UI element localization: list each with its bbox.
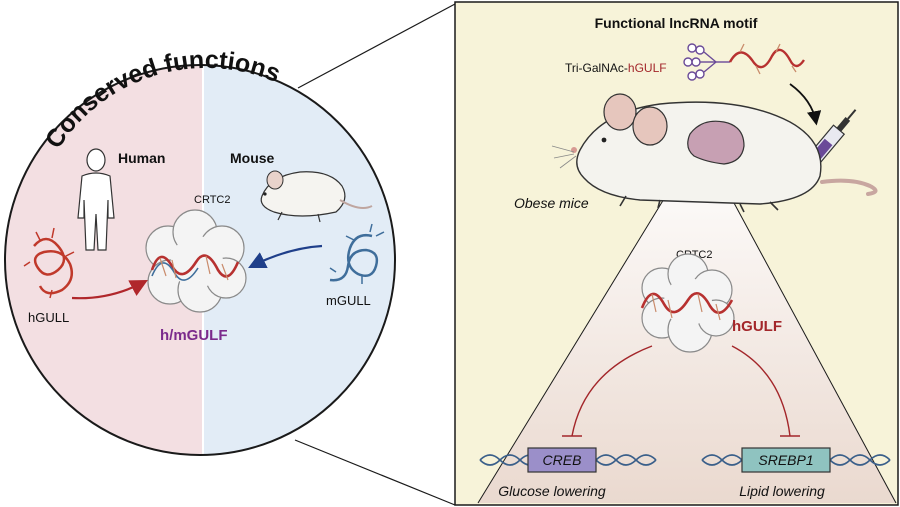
zoom-circle [4,64,396,456]
zoom-line-bottom [294,439,456,506]
creb-gene-label: CREB [543,452,582,468]
liver-icon [687,120,745,165]
crtc2-protein-left [145,209,247,313]
srebp1-dna-helix [701,454,891,466]
inhibit-srebp1-line [731,345,800,437]
h-m-gulf-label: h/mGULF [160,327,228,344]
hgull-label: hGULL [28,310,69,325]
creb-gene-box [527,447,597,473]
hgull-rna-icon [23,227,75,299]
motif-rna-left [150,254,240,281]
injection-arrow [789,83,822,126]
mgull-label: mGULL [326,293,371,308]
conserved-functions-panel: Conserved functions Human Mouse CRTC2 [4,46,396,456]
human-label: Human [118,150,165,166]
obese-mice-label: Obese mice [514,195,589,211]
mgull-to-motif-arrow [248,244,323,268]
glucose-lowering-label: Glucose lowering [498,483,606,499]
tri-galnac-icon [683,43,730,81]
mouse-illustration-icon [260,170,373,223]
crtc2-label-left: CRTC2 [194,194,230,206]
srebp1-gene-label: SREBP1 [758,452,813,468]
hgulf-rna-icon [728,43,805,75]
crtc2-protein-right [641,253,735,353]
mouse-ear-icon [603,93,637,131]
zoom-line-top [297,3,456,89]
human-silhouette-icon [77,148,115,251]
motif-rna-right [640,292,734,321]
hgull-to-motif-arrow [71,279,148,300]
mouse-eye-icon [601,137,607,143]
lipid-lowering-label: Lipid lowering [739,483,825,499]
hgulf-label: hGULF [732,318,782,335]
functional-motif-title: Functional lncRNA motif [595,15,758,31]
mgull-rna-icon [329,223,385,284]
mouse-label: Mouse [230,150,275,166]
lncrna-motif-panel: Functional lncRNA motif Tri-GalNAc-hGULF [454,1,899,506]
tri-galnac-label: Tri-GalNAc-hGULF [565,61,667,75]
obese-mouse-illustration [551,93,878,213]
inhibit-creb-line [562,345,653,437]
srebp1-gene-box [741,447,831,473]
